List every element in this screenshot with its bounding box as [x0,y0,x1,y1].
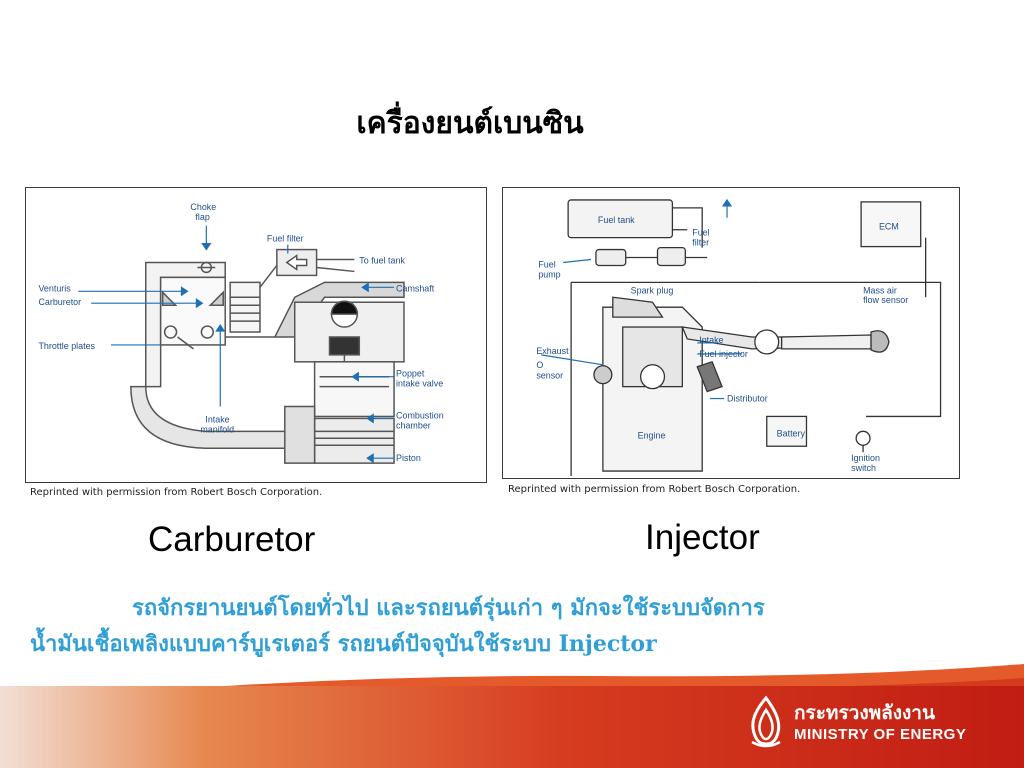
flame-logo-icon [751,695,781,748]
battery-label: Battery [777,428,806,438]
body-paragraph: รถจักรยานยนต์โดยทั่วไป และรถยนต์รุ่นเก่า… [30,590,970,662]
carburetor-diagram-svg: Choke flap Fuel filter To fuel tank Vent… [38,202,444,464]
injector-caption: Injector [645,518,760,557]
spark-plug-label: Spark plug [631,285,674,295]
carburetor-label: Carburetor [38,297,81,307]
intake-manifold-label-2: manifold [200,424,234,434]
carburetor-caption: Carburetor [148,520,316,559]
ministry-logo: กระทรวงพลังงาน MINISTRY OF ENERGY [746,694,1016,754]
intake-manifold-label: Intake [205,414,229,424]
slide-title: เครื่องยนต์เบนซิน [356,106,584,141]
ignition-switch-label-2: switch [851,463,876,473]
poppet-valve-label-2: intake valve [396,379,443,389]
fuel-pump-label: Fuel [538,259,555,269]
footer-bar [0,686,1024,768]
injector-diagram-svg: Fuel tank Fuel filter ECM Fuel pump Spar… [536,198,942,477]
o2-sensor-label: O [536,360,543,370]
combustion-chamber-label: Combustion [396,410,444,420]
distributor-label: Distributor [727,394,768,404]
to-fuel-tank-label: To fuel tank [359,255,405,265]
injector-credit: Reprinted with permission from Robert Bo… [508,484,801,495]
ignition-switch-label: Ignition [851,453,880,463]
ministry-name-thai: กระทรวงพลังงาน [794,702,935,724]
choke-flap-label-2: flap [195,212,209,222]
fuel-filter-label-inj: Fuel [692,228,709,238]
throttle-plates-label: Throttle plates [38,341,95,351]
fuel-filter-label-inj-2: filter [692,238,709,248]
piston-label: Piston [396,453,421,463]
mass-air-flow-label-2: flow sensor [863,295,908,305]
carburetor-diagram: Choke flap Fuel filter To fuel tank Vent… [25,187,487,483]
body-line-1: รถจักรยานยนต์โดยทั่วไป และรถยนต์รุ่นเก่า… [132,595,765,621]
mass-air-flow-label: Mass air [863,285,897,295]
exhaust-label: Exhaust [536,346,569,356]
fuel-tank-label: Fuel tank [598,215,635,225]
fuel-pump-label-2: pump [538,269,560,279]
ecm-label: ECM [879,222,899,232]
poppet-valve-label: Poppet [396,369,425,379]
ministry-name-english: MINISTRY OF ENERGY [794,726,967,743]
carburetor-credit: Reprinted with permission from Robert Bo… [30,487,323,498]
camshaft-label: Camshaft [396,283,435,293]
fuel-filter-label: Fuel filter [267,234,304,244]
intake-label: Intake [699,335,723,345]
injector-diagram: Fuel tank Fuel filter ECM Fuel pump Spar… [502,187,960,479]
combustion-chamber-label-2: chamber [396,420,431,430]
fuel-injector-label: Fuel injector [699,349,748,359]
venturis-label: Venturis [38,283,71,293]
engine-label: Engine [638,430,666,440]
choke-flap-label: Choke [190,202,216,212]
o2-sensor-label-2: sensor [536,371,563,381]
body-line-2: น้ำมันเชื้อเพลิงแบบคาร์บูเรเตอร์ รถยนต์ป… [30,631,657,657]
